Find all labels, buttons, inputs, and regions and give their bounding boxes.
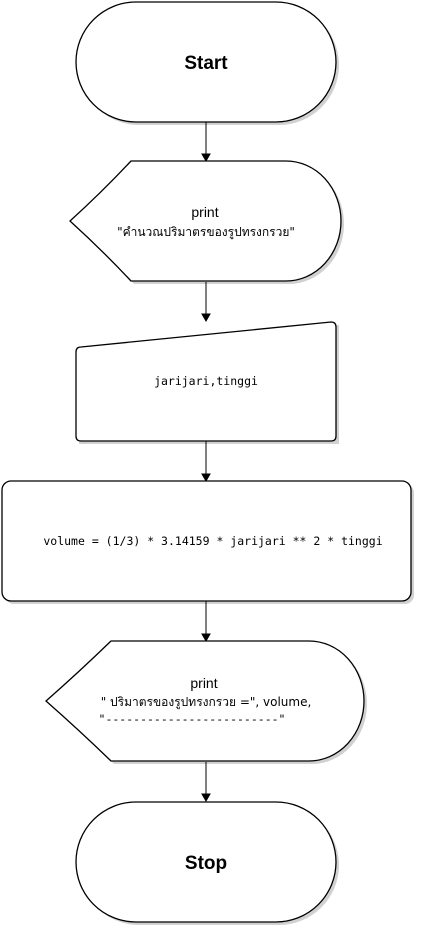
stop-label: Stop xyxy=(185,853,227,874)
connector-print2-to-stop xyxy=(201,762,211,803)
connector-input-to-process xyxy=(201,441,211,483)
input-variables-text: jarijari,tinggi xyxy=(154,374,258,388)
connector-start-to-print1 xyxy=(201,122,211,163)
manual-input-jarijari-tinggi[interactable]: jarijari,tinggi xyxy=(75,321,339,444)
print-keyword: print xyxy=(191,204,218,220)
process-volume-calculation[interactable]: volume = (1/3) * 3.14159 * jarijari ** 2… xyxy=(1,480,414,604)
print-display-title[interactable]: print "คำนวณปริมาตรของรูปทรงกรวย" xyxy=(69,160,344,284)
connector-process-to-print2 xyxy=(201,601,211,643)
start-terminator[interactable]: Start xyxy=(75,1,339,125)
print-result-line-1: " ปริมาตรของรูปทรงกรวย =", volume, xyxy=(101,695,312,710)
connector-print1-to-input xyxy=(201,282,211,323)
print-keyword-2: print xyxy=(190,675,217,691)
start-label: Start xyxy=(184,53,228,74)
stop-terminator[interactable]: Stop xyxy=(75,801,339,925)
process-formula-text: volume = (1/3) * 3.14159 * jarijari ** 2… xyxy=(43,534,382,548)
print-title-text: "คำนวณปริมาตรของรูปทรงกรวย" xyxy=(117,225,295,240)
print-result-line-2: "-------------------------" xyxy=(99,712,286,726)
print-display-result[interactable]: print " ปริมาตรของรูปทรงกรวย =", volume,… xyxy=(45,640,367,764)
